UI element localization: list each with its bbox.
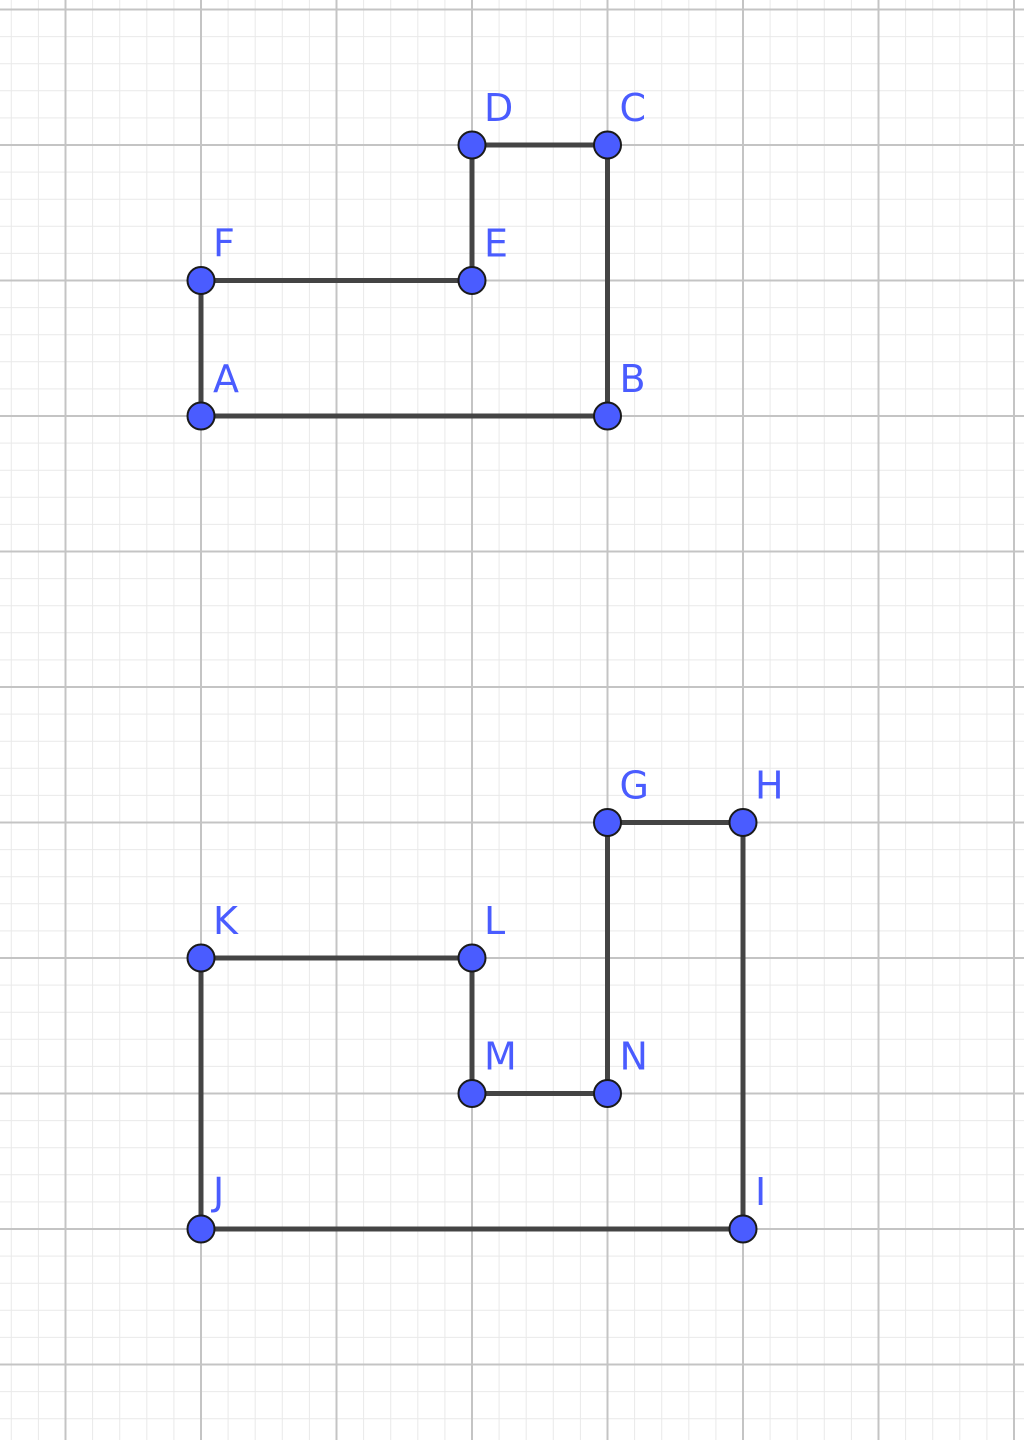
point-K[interactable] [186, 943, 216, 973]
point-N[interactable] [593, 1079, 622, 1108]
point-A[interactable] [186, 401, 216, 431]
label-G: G [620, 764, 649, 808]
vertex-labels: A B C D E F J I H G N M L K [211, 86, 784, 1214]
point-I[interactable] [728, 1214, 758, 1244]
label-A: A [213, 357, 239, 401]
label-I: I [755, 1170, 766, 1214]
point-G[interactable] [593, 808, 622, 837]
label-N: N [620, 1035, 648, 1079]
polygon-edges [198, 142, 746, 1232]
label-K: K [213, 899, 239, 943]
point-E[interactable] [457, 266, 487, 295]
label-H: H [755, 764, 784, 808]
point-L[interactable] [457, 943, 487, 973]
label-M: M [484, 1035, 517, 1079]
label-L: L [484, 899, 505, 943]
point-J[interactable] [186, 1214, 216, 1244]
polygon-vertices [186, 130, 758, 1244]
label-J: J [211, 1170, 224, 1214]
point-H[interactable] [728, 808, 758, 837]
label-C: C [620, 86, 647, 130]
label-E: E [484, 222, 508, 266]
point-F[interactable] [186, 266, 216, 295]
label-B: B [620, 357, 646, 401]
point-M[interactable] [457, 1079, 487, 1108]
label-D: D [484, 86, 513, 130]
point-D[interactable] [457, 130, 487, 160]
point-B[interactable] [593, 401, 622, 431]
label-F: F [213, 222, 235, 266]
point-C[interactable] [593, 130, 622, 160]
